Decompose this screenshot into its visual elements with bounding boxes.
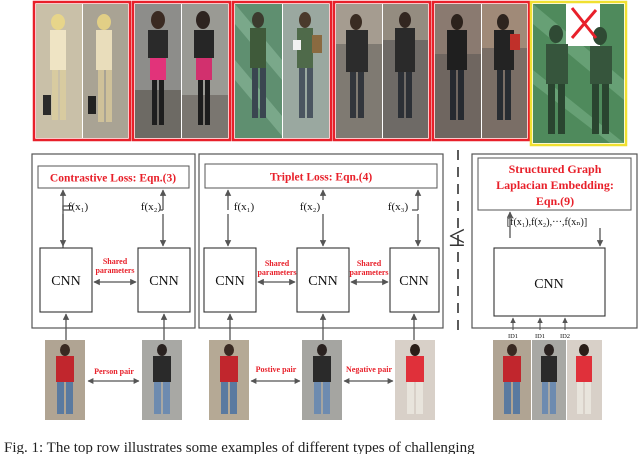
- person-image-1: [36, 4, 82, 138]
- bottom-person-image-6: [493, 340, 531, 420]
- image-group-4-border: [332, 0, 432, 142]
- triplet-panel-frame: [198, 153, 444, 329]
- image-group-2-border: [131, 0, 232, 142]
- contrastive-loss-box: [37, 165, 190, 189]
- bottom-person-image-3: [209, 340, 249, 420]
- contrastive-loss-title: Contrastive Loss: Eqn.(3): [50, 173, 176, 185]
- bottom-person-image-5: [395, 340, 435, 420]
- person-image-9: [435, 4, 481, 138]
- contrastive-shared-label-line1: Shared: [103, 257, 128, 266]
- triplet-cnn-label-1: CNN: [215, 274, 245, 289]
- graph-id-1: ID1: [508, 333, 518, 340]
- graph-panel-frame: [471, 153, 638, 329]
- triplet-shared-label-1-line2: parameters: [257, 268, 296, 277]
- triplet-cnn-box-2: [296, 247, 350, 313]
- bottom-image-row: Person pair Postive pair Negative pair: [45, 340, 602, 420]
- image-group-3-border: [231, 0, 333, 142]
- triplet-feature-3: f(x₃): [388, 201, 409, 213]
- bottom-person-image-1: [45, 340, 85, 420]
- person-image-2: [83, 4, 128, 138]
- triplet-shared-label-1-line1: Shared: [265, 259, 290, 268]
- graph-cnn-label: CNN: [534, 277, 564, 292]
- person-image-6: [283, 4, 329, 138]
- graph-title-line2: Laplacian Embedding:: [496, 178, 614, 192]
- triplet-cnn-box-3: [389, 247, 440, 313]
- contrastive-cnn-box-2: [137, 247, 191, 313]
- contrastive-feature-1: f(x₁): [68, 201, 89, 213]
- contrastive-feature-2: f(x₂): [141, 201, 162, 213]
- triplet-shared-label-2-line2: parameters: [349, 268, 388, 277]
- triplet-feature-2: f(x₂): [300, 201, 321, 213]
- triplet-cnn-label-3: CNN: [399, 274, 429, 289]
- bottom-person-image-2: [142, 340, 182, 420]
- graph-title-line1: Structured Graph: [509, 162, 602, 176]
- person-image-8: [383, 4, 428, 138]
- person-image-4: [182, 4, 228, 138]
- less-or-equal-symbol: ≤: [449, 220, 465, 253]
- graph-id-3: ID2: [560, 333, 570, 340]
- negative-pair-label: Negative pair: [346, 365, 392, 374]
- person-pair-label: Person pair: [94, 367, 134, 376]
- graph-feature-vector: [f(x₁),f(x₂),···,f(xₙ)]: [507, 217, 587, 228]
- top-image-strip: [32, 0, 628, 147]
- bottom-person-image-8: [567, 340, 602, 420]
- graph-title-line3: Eqn.(9): [536, 194, 574, 208]
- contrastive-loss-panel: Contrastive Loss: Eqn.(3) f(x₁) f(x₂) CN…: [31, 153, 196, 340]
- person-image-7: [336, 4, 382, 138]
- triplet-feature-1: f(x₁): [234, 201, 255, 213]
- person-image-10: [482, 4, 527, 138]
- triplet-cnn-label-2: CNN: [308, 274, 338, 289]
- image-group-1-border: [32, 0, 132, 142]
- bottom-person-image-4: [302, 340, 342, 420]
- graph-loss-box: [477, 157, 632, 211]
- positive-pair-label: Postive pair: [256, 365, 297, 374]
- figure-caption: Fig. 1: The top row illustrates some exa…: [4, 440, 475, 454]
- bottom-person-image-7: [532, 340, 566, 420]
- graph-id-2: ID1: [535, 333, 545, 340]
- person-image-5: [235, 4, 282, 138]
- triplet-loss-panel: Triplet Loss: Eqn.(4) f(x₁) f(x₂) f(x₃) …: [198, 153, 444, 340]
- graph-cnn-box: [493, 247, 606, 317]
- graph-embedding-panel: Structured Graph Laplacian Embedding: Eq…: [471, 153, 638, 340]
- triplet-loss-box: [204, 163, 438, 189]
- contrastive-cnn-box-1: [39, 247, 93, 313]
- triplet-loss-title: Triplet Loss: Eqn.(4): [270, 172, 373, 184]
- person-image-11: [533, 4, 624, 143]
- image-group-5-border: [431, 0, 531, 142]
- contrastive-cnn-label-2: CNN: [149, 274, 179, 289]
- person-image-3: [135, 4, 181, 138]
- image-group-6-border: [529, 0, 628, 147]
- contrastive-panel-frame: [31, 153, 196, 329]
- contrastive-shared-label-line2: parameters: [95, 266, 134, 275]
- red-x-mark-icon: [570, 7, 598, 39]
- triplet-shared-label-2-line1: Shared: [357, 259, 382, 268]
- contrastive-cnn-label-1: CNN: [51, 274, 81, 289]
- triplet-cnn-box-1: [203, 247, 257, 313]
